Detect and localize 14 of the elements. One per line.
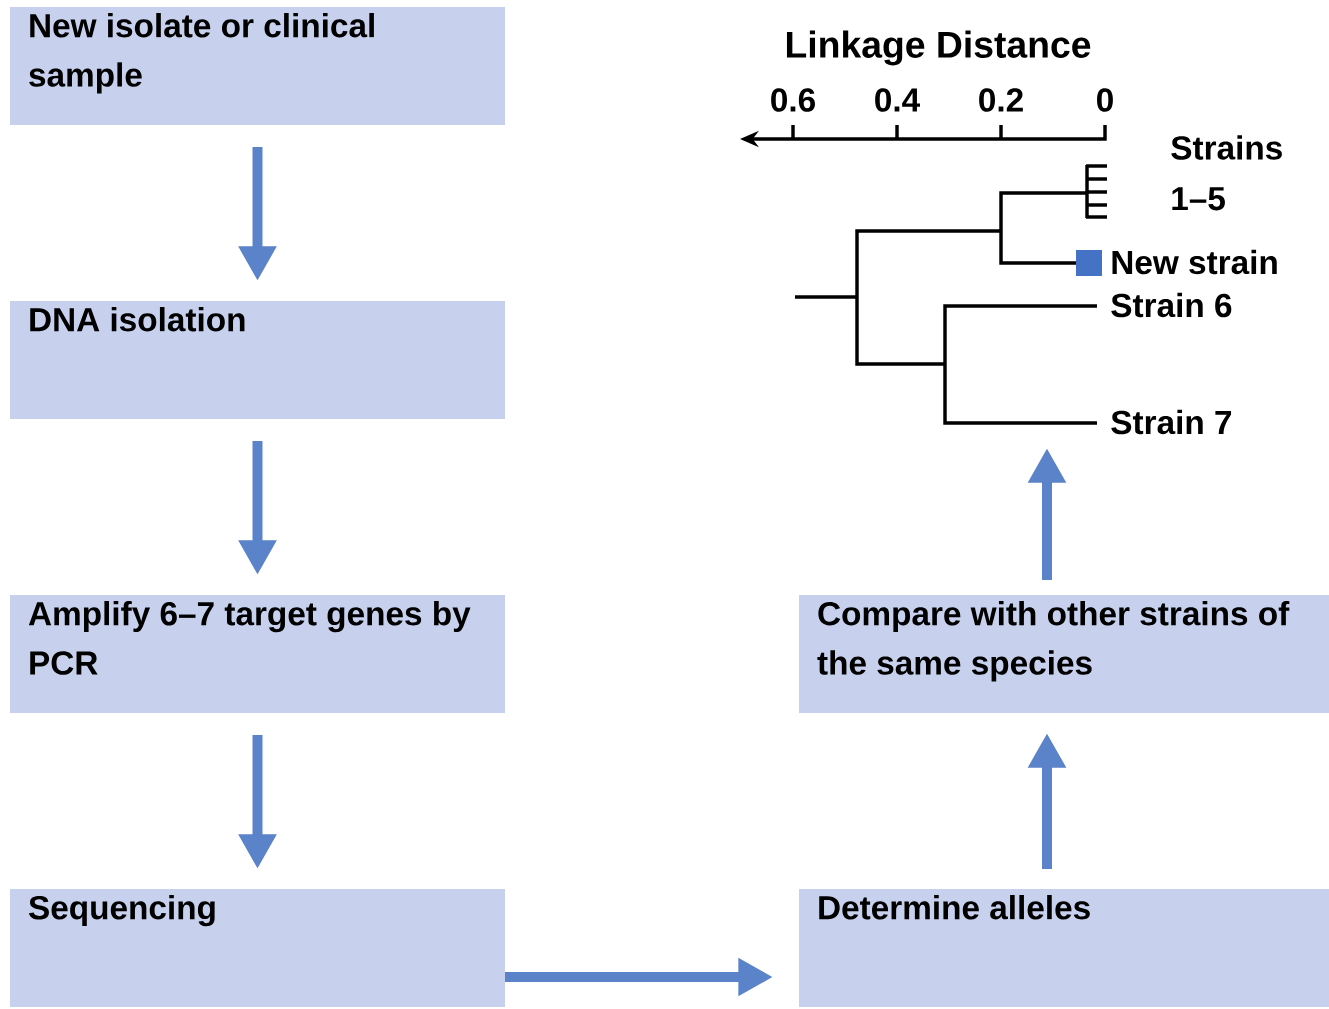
tick-label: 0.2 xyxy=(979,88,1023,112)
tick-label: 0.4 xyxy=(875,88,920,112)
tick-label: 0 xyxy=(1097,88,1113,112)
process-box: Amplify 6–7 target genes by PCR xyxy=(10,595,505,713)
process-box: Determine alleles xyxy=(799,889,1329,1007)
leaf-label: Strain 7 xyxy=(1111,409,1232,435)
axis-title: Linkage Distance xyxy=(786,30,1091,66)
leaf-label: Strains 1–5 xyxy=(1171,135,1282,211)
tick-label: 0.6 xyxy=(771,88,815,112)
process-box: Compare with other strains of the same species xyxy=(799,595,1329,713)
process-box: Sequencing xyxy=(10,889,505,1007)
process-box: DNA isolation xyxy=(10,301,505,419)
process-box: New isolate or clinical sample xyxy=(10,7,505,125)
dendrogram-drawing xyxy=(795,164,1107,425)
